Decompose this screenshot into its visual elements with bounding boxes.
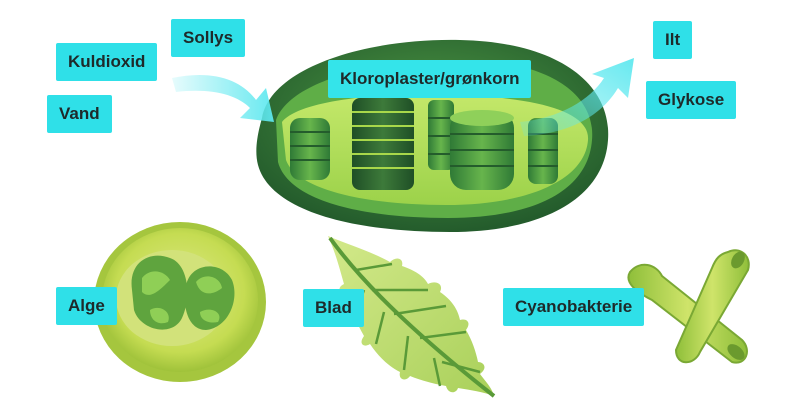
alga-chloroplast <box>131 255 188 330</box>
input-arrow <box>172 74 274 122</box>
cyanobacterium-illustration <box>627 249 750 364</box>
glucose-label: Glykose <box>646 81 737 119</box>
sunlight-label: Sollys <box>171 19 246 57</box>
cyanobacterium-rod <box>627 263 748 364</box>
alga-illustration <box>94 222 266 382</box>
output-arrow <box>520 58 634 136</box>
granum <box>450 110 514 190</box>
carbon-dioxide-label: Kuldioxid <box>56 43 158 81</box>
grana-stacks <box>290 98 558 190</box>
oxygen-label: Ilt <box>653 21 693 59</box>
leaf-midrib <box>328 236 496 398</box>
chloroplast-label: Kloroplaster/grønkorn <box>328 60 532 98</box>
leaf-blade <box>328 236 494 396</box>
alga-label: Alge <box>56 287 117 325</box>
granum <box>352 98 414 190</box>
cyanobacterium-label: Cyanobakterie <box>503 288 645 326</box>
cyanobacterium-rod <box>674 249 750 364</box>
granum <box>290 118 330 180</box>
water-label: Vand <box>47 95 112 133</box>
granum <box>428 100 454 170</box>
leaf-label: Blad <box>303 289 364 327</box>
leaf-illustration <box>328 236 496 398</box>
